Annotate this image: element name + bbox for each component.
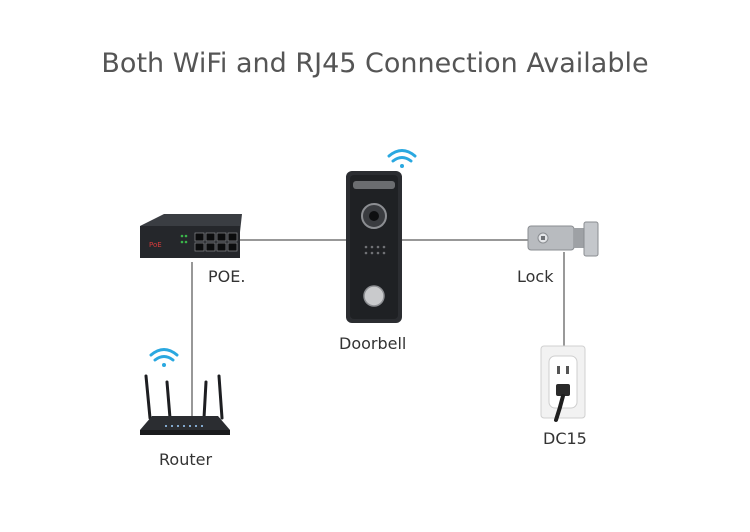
poe-switch-device: PoE — [140, 214, 242, 258]
diagram-title: Both WiFi and RJ45 Connection Available — [101, 48, 649, 79]
router-label: Router — [159, 450, 213, 469]
poe-brand-text: PoE — [149, 241, 162, 249]
doorbell-device — [346, 171, 402, 323]
doorbell-wifi-icon — [387, 149, 417, 168]
router-wifi-icon — [149, 348, 179, 367]
connection-lines — [191, 239, 565, 418]
router-device — [140, 374, 230, 435]
power-outlet-device — [540, 345, 586, 422]
dc-label: DC15 — [543, 429, 587, 448]
doorbell-speaker-grille — [364, 245, 386, 255]
poe-label: POE. — [208, 267, 246, 286]
lock-label: Lock — [517, 267, 554, 286]
lock-device — [527, 221, 599, 257]
doorbell-button — [363, 285, 385, 307]
doorbell-label: Doorbell — [339, 334, 407, 353]
